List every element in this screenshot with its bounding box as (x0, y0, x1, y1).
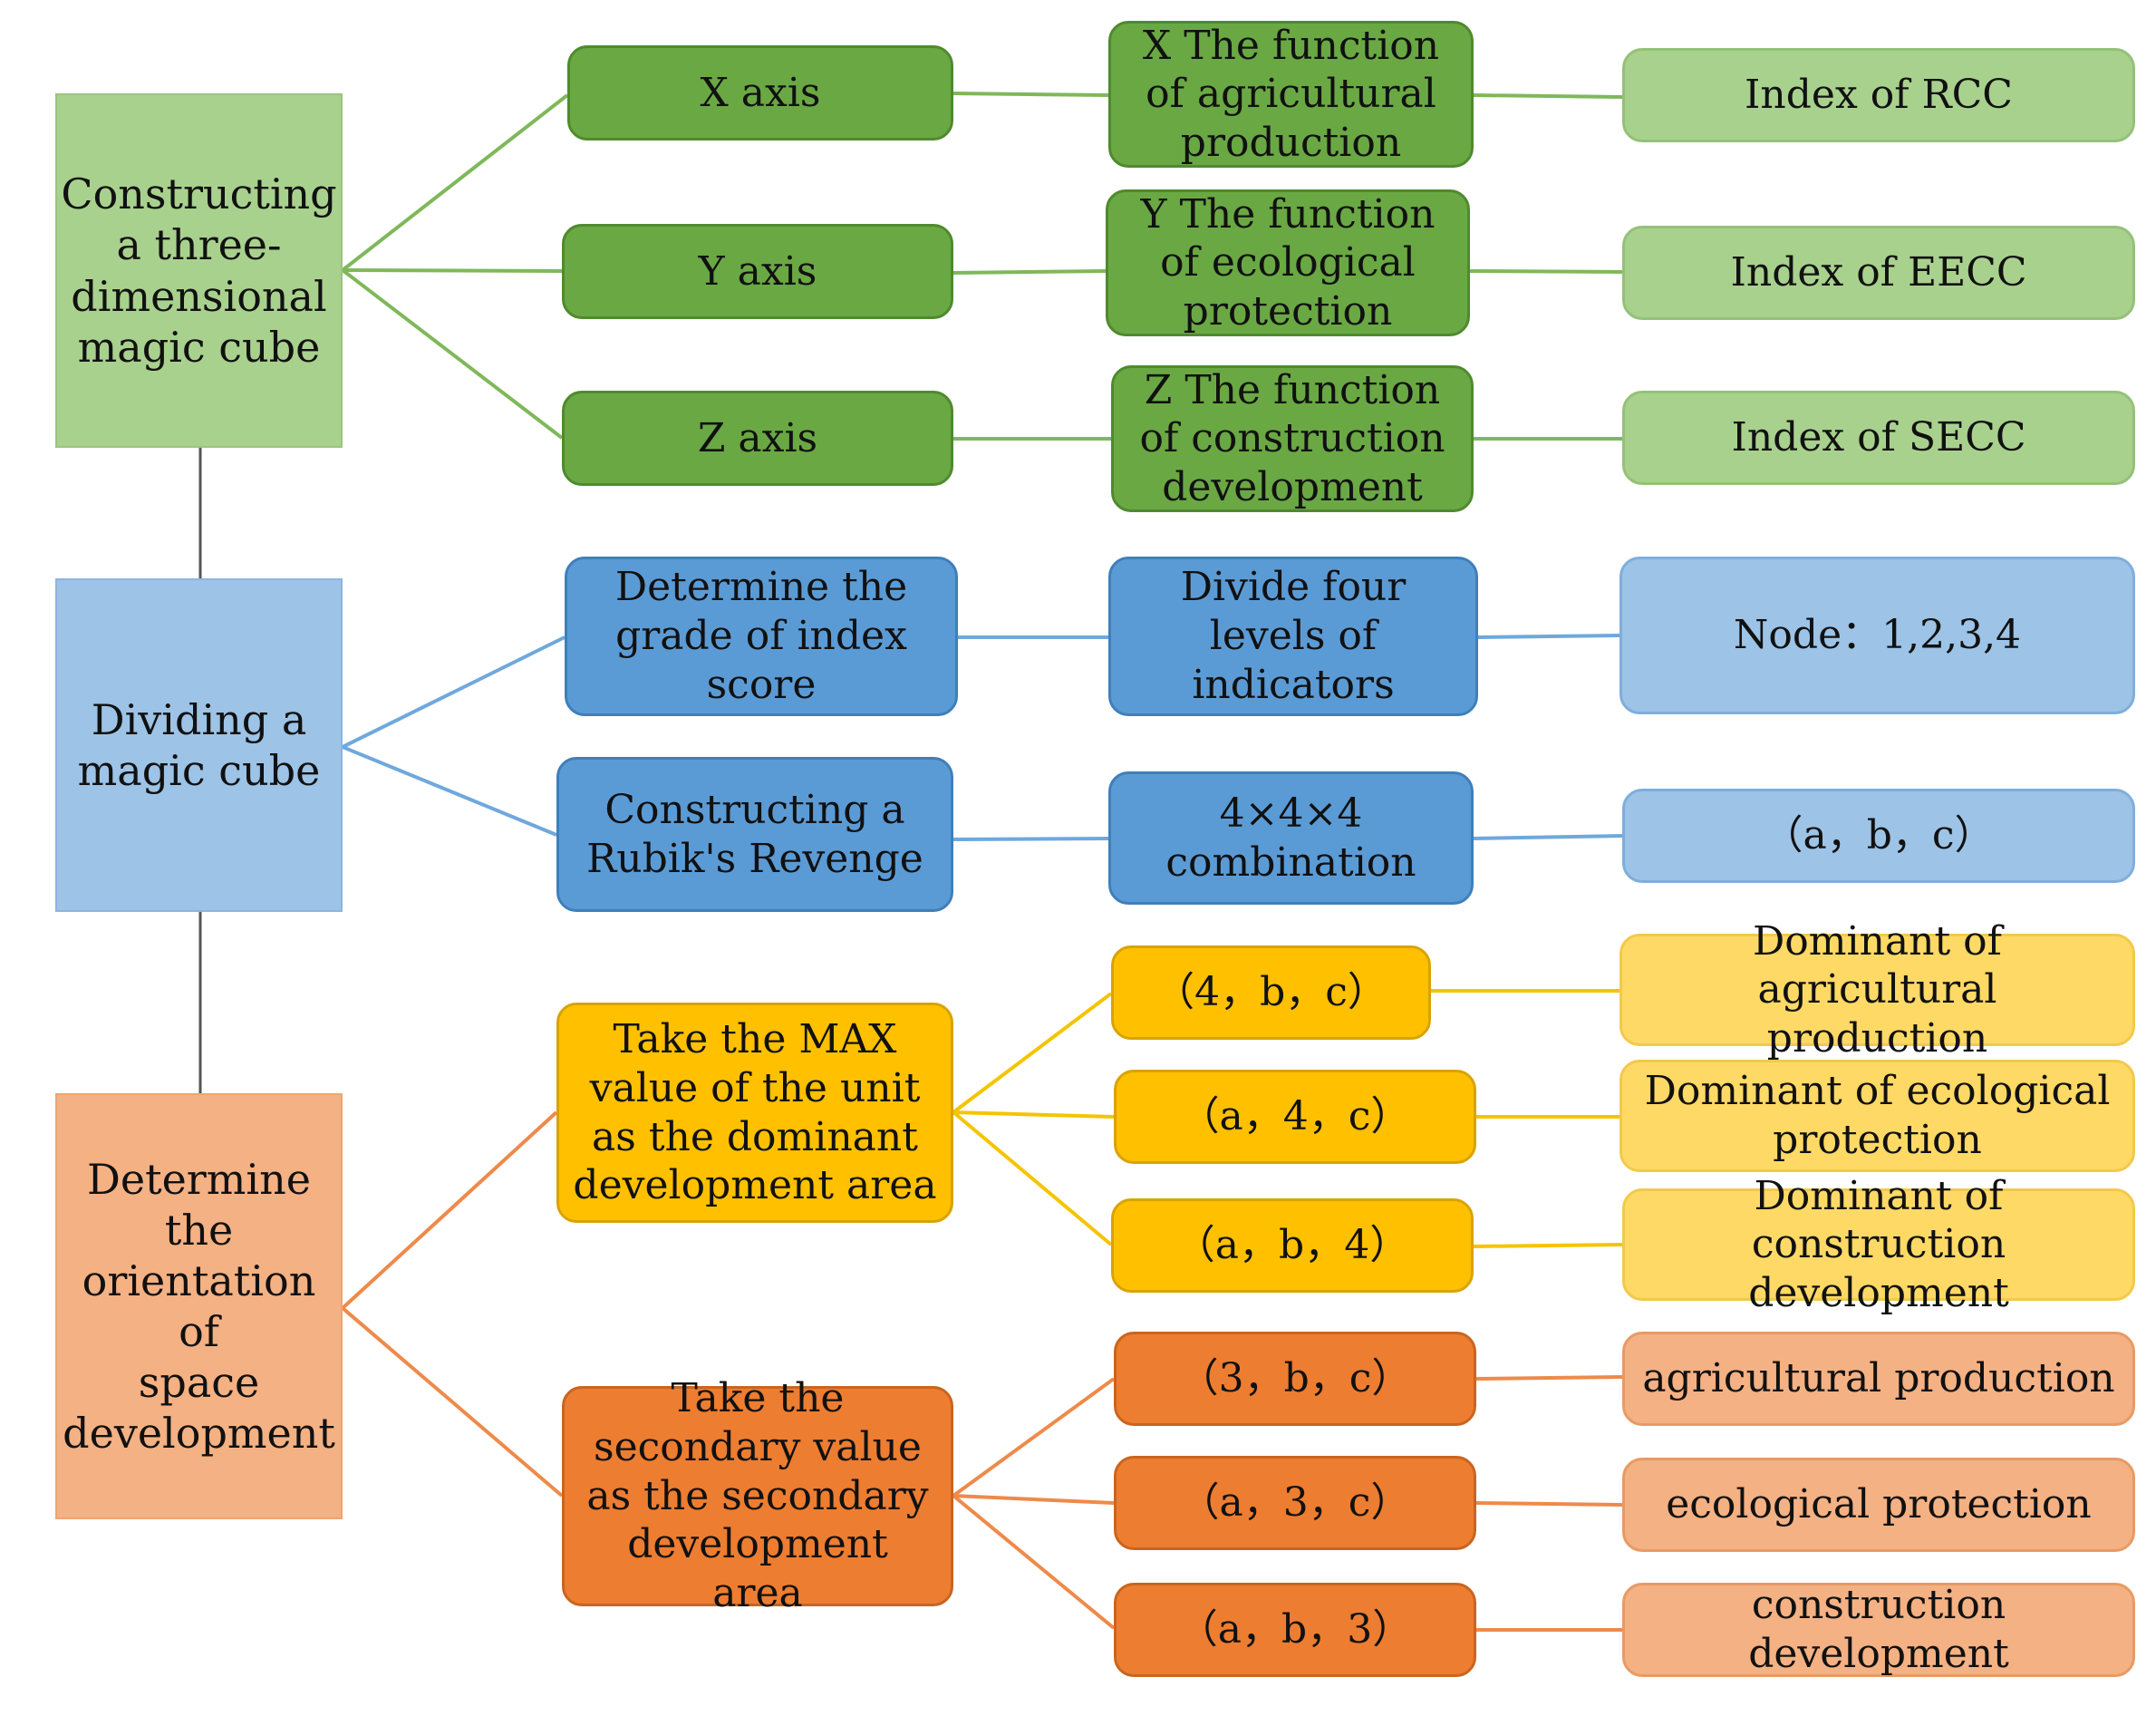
index-rcc-node: Index of RCC (1622, 48, 2135, 142)
dominant-code-2: （a，4，c） (1114, 1070, 1476, 1164)
secondary-result-1: agricultural production (1622, 1332, 2135, 1426)
connector-stage2-rubik (342, 745, 557, 837)
connector-func-eecc (1469, 269, 1623, 274)
connector-code5-result5 (1475, 1501, 1623, 1507)
combination-node: 4×4×4 combination (1108, 771, 1474, 905)
dominant-code-3: （a，b，4） (1111, 1198, 1474, 1293)
connector-levels-nodes (1477, 634, 1620, 639)
dominant-result-1: Dominant of agricultural production (1619, 918, 2135, 1062)
index-eecc-node: Index of EECC (1622, 226, 2135, 320)
secondary-result-2: ecological protection (1622, 1458, 2135, 1552)
connector-secondary-code1 (952, 1377, 1116, 1498)
secondary-rule-node: Take the secondary value as the secondar… (562, 1375, 953, 1616)
stage-divide-cube: Dividing a magic cube (55, 578, 343, 912)
secondary-result-3: construction development (1622, 1582, 2135, 1677)
connector-secondary-code3 (952, 1494, 1116, 1630)
connector-code3-result3 (1473, 1243, 1623, 1248)
z-function-node: Z The function of construction developme… (1111, 365, 1474, 512)
connector-code4-result4 (1475, 1375, 1623, 1381)
connector-dominant-code3 (952, 1110, 1113, 1246)
dominant-result-2: Dominant of ecological protection (1619, 1060, 2135, 1172)
connector-stage1-x (341, 93, 569, 272)
stage-orientation: Determine the orientation of space devel… (55, 1093, 343, 1519)
connector-stage3-secondary (341, 1306, 564, 1498)
connector-stage1-y (342, 268, 563, 273)
z-axis-node: Z axis (562, 391, 953, 486)
connector-combination-tuple (1473, 834, 1623, 840)
connector-dominant-code2 (952, 1110, 1115, 1119)
connector-stage1-z (341, 268, 564, 440)
connector-secondary-code2 (952, 1494, 1115, 1505)
connector-x-func (952, 92, 1109, 97)
connector-stage2-grade (342, 635, 566, 749)
grade-index-node: Determine the grade of index score (565, 557, 958, 716)
connector-stage3-dominant (341, 1110, 558, 1310)
secondary-code-2: （a，3，c） (1114, 1456, 1476, 1550)
x-function-node: X The function of agricultural productio… (1108, 21, 1474, 168)
connector-y-func (952, 269, 1107, 275)
y-axis-node: Y axis (562, 224, 953, 319)
rubik-revenge-node: Constructing a Rubik's Revenge (556, 757, 953, 912)
tuple-node: （a，b，c） (1622, 789, 2135, 883)
index-secc-node: Index of SECC (1622, 391, 2135, 485)
y-function-node: Y The function of ecological protection (1106, 189, 1470, 336)
secondary-code-1: （3，b，c） (1114, 1332, 1476, 1426)
dominant-code-1: （4，b，c） (1111, 945, 1431, 1040)
dominant-result-3: Dominant of construction development (1622, 1173, 2135, 1316)
dominant-rule-node: Take the MAX value of the unit as the do… (556, 1003, 953, 1223)
nodes-node: Node：1,2,3,4 (1619, 557, 2135, 714)
stage-construct-cube: Constructing a three- dimensional magic … (55, 93, 343, 448)
secondary-code-3: （a，b，3） (1114, 1583, 1476, 1677)
connector-dominant-code1 (952, 992, 1113, 1114)
connector-func-rcc (1473, 93, 1623, 99)
four-levels-node: Divide four levels of indicators (1108, 557, 1478, 716)
x-axis-node: X axis (567, 45, 953, 141)
